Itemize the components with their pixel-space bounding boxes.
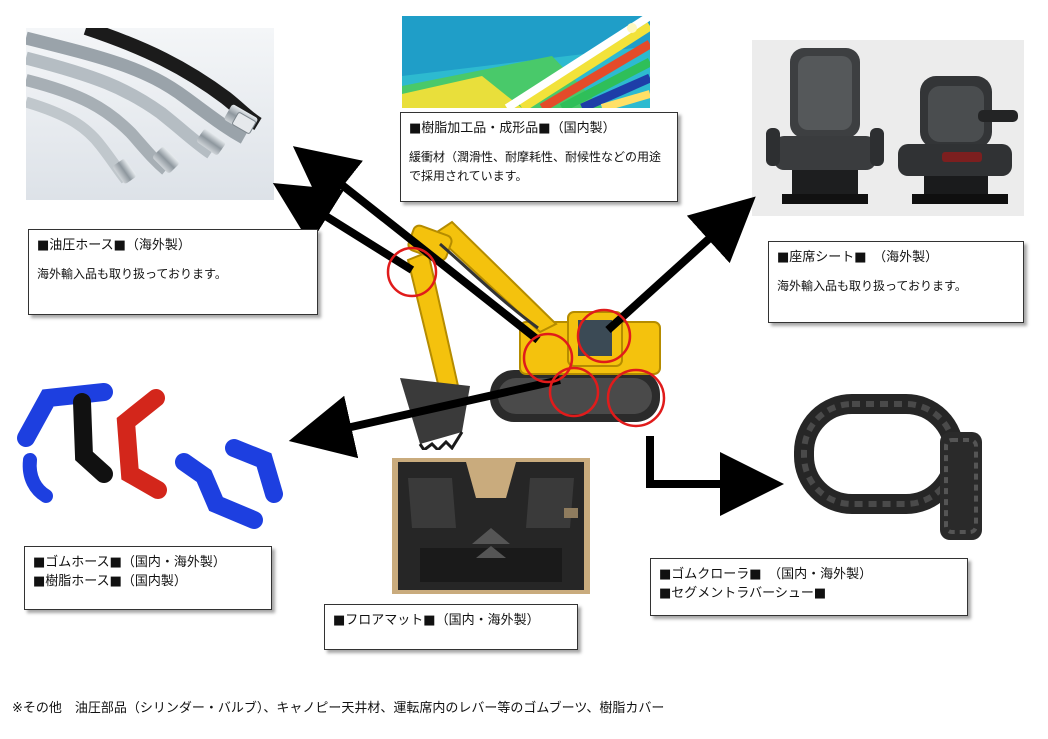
seat-desc: 海外輸入品も取り扱っております。 bbox=[777, 279, 967, 293]
seat-label: ■座席シート■ （海外製） 海外輸入品も取り扱っております。 bbox=[768, 241, 1024, 323]
rubber-crawler-illustration bbox=[794, 384, 1000, 550]
hydraulic-hose-title: ■油圧ホース■（海外製） bbox=[37, 238, 191, 253]
rubber-crawler-title: ■ゴムクローラ■ （国内・海外製） bbox=[659, 567, 873, 582]
rubber-crawler-label: ■ゴムクローラ■ （国内・海外製） ■セグメントラバーシュー■ bbox=[650, 558, 968, 616]
resin-rods-illustration bbox=[402, 16, 650, 108]
highlight-circle-track bbox=[606, 368, 666, 428]
rubber-crawler-photo bbox=[794, 384, 1000, 550]
hydraulic-hose-photo bbox=[26, 28, 274, 200]
highlight-circle-cab bbox=[576, 308, 632, 364]
arrow-to-rubber-hose bbox=[288, 376, 561, 459]
highlight-circle-floor bbox=[548, 366, 600, 418]
resin-parts-photo bbox=[402, 16, 650, 108]
hydraulic-hose-desc: 海外輸入品も取り扱っております。 bbox=[37, 267, 227, 281]
rubber-hose-photo bbox=[8, 378, 298, 536]
excavator-boom bbox=[432, 220, 558, 334]
seat-title: ■座席シート■ （海外製） bbox=[777, 250, 939, 265]
floor-mat-label: ■フロアマット■（国内・海外製） bbox=[324, 604, 578, 650]
highlight-circle-boom-hose bbox=[386, 246, 438, 298]
arrow-to-rubber-crawler bbox=[646, 436, 784, 516]
resin-hose-title: ■樹脂ホース■（国内製） bbox=[33, 574, 187, 589]
rubber-hose-title: ■ゴムホース■（国内・海外製） bbox=[33, 555, 226, 570]
hydraulic-hose-label: ■油圧ホース■（海外製） 海外輸入品も取り扱っております。 bbox=[28, 229, 318, 315]
rubber-hose-illustration bbox=[8, 378, 298, 536]
arrow-to-seat bbox=[605, 196, 756, 333]
hydraulic-hose-illustration bbox=[26, 28, 274, 200]
floor-mat-title: ■フロアマット■（国内・海外製） bbox=[333, 613, 540, 628]
resin-parts-desc: 緩衝材（潤滑性、耐摩耗性、耐候性などの用途で採用されています。 bbox=[409, 150, 662, 183]
rubber-hose-label: ■ゴムホース■（国内・海外製） ■樹脂ホース■（国内製） bbox=[24, 546, 272, 610]
seat-illustration bbox=[752, 40, 1024, 216]
seat-photo bbox=[752, 40, 1024, 216]
resin-parts-label: ■樹脂加工品・成形品■（国内製） 緩衝材（潤滑性、耐摩耗性、耐候性などの用途で採… bbox=[400, 112, 678, 202]
floor-mat-illustration bbox=[392, 458, 590, 594]
resin-parts-title: ■樹脂加工品・成形品■（国内製） bbox=[409, 121, 616, 136]
segment-shoe-title: ■セグメントラバーシュー■ bbox=[659, 586, 827, 601]
floor-mat-photo bbox=[392, 458, 590, 594]
highlight-circle-hose-joint bbox=[522, 332, 574, 384]
footer-note: ※その他 油圧部品（シリンダー・バルブ）、キャノピー天井材、運転席内のレバー等の… bbox=[12, 701, 665, 716]
